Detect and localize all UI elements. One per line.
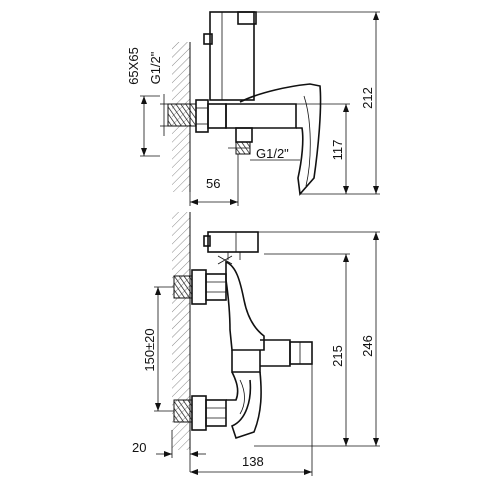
dim-g12-outlet: G1/2" [256,146,289,161]
dim-20: 20 [132,440,146,455]
diverter-column-top [209,11,255,101]
inlet-nipple-top [167,103,197,127]
dim-215: 215 [330,345,345,367]
dim-65x65: 65X65 [126,47,141,85]
upper-inlet-nipple [173,275,193,299]
dim-246: 246 [360,335,375,357]
front-view: 246 215 150±20 20 138 [132,212,380,476]
mixer-body-top [225,103,297,129]
spout-profile-top [239,83,322,196]
dim-117: 117 [330,140,345,161]
lower-inlet-nipple [173,399,193,423]
diverter-front [207,231,259,253]
dim-138: 138 [242,454,264,469]
dim-212: 212 [360,87,375,109]
mixer-body-front [225,260,265,351]
wall-front [172,212,190,450]
top-view: 212 117 65X65 G1/2" G1/2" 56 [126,11,380,206]
dim-150-20: 150±20 [142,328,157,371]
dim-56: 56 [206,176,220,191]
lever-front [226,371,262,440]
dim-g12-inlet: G1/2" [148,51,163,84]
